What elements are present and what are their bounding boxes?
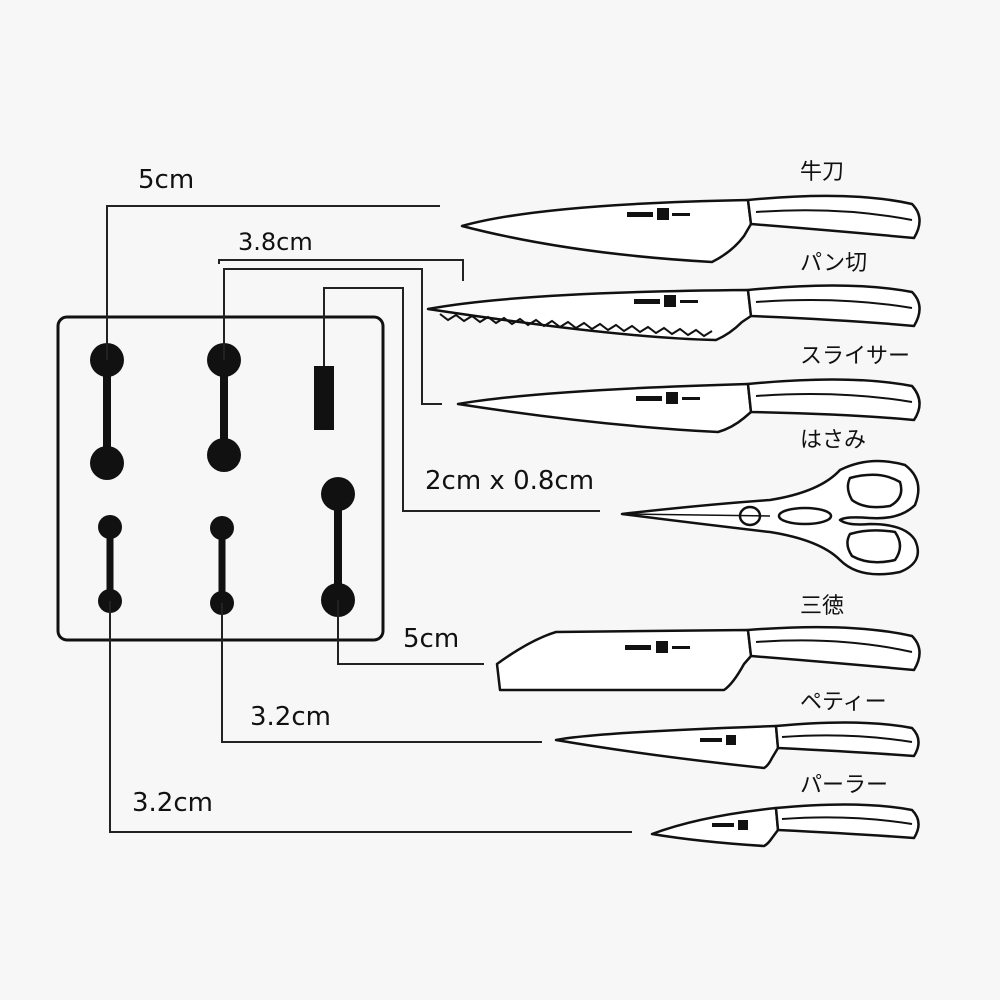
slot-petty (210, 516, 234, 615)
leader-gyuto (106, 205, 440, 360)
slot-bread (207, 343, 241, 472)
leader-petty (221, 603, 542, 743)
leader-scissors (323, 287, 600, 512)
tool-name-santoku: 三徳 (800, 594, 845, 619)
tool-name-scissors: はさみ (800, 428, 867, 453)
dimension-label-bread: 3.8cm (238, 228, 313, 256)
leader-slicer (223, 268, 442, 405)
petty-knife-drawing (554, 721, 920, 770)
slot-scissors (314, 366, 334, 430)
santoku-knife-drawing (495, 625, 921, 692)
dimension-label-santoku: 5cm (403, 624, 460, 654)
bread-knife-drawing (426, 284, 921, 342)
dimension-label-scissors: 2cm x 0.8cm (425, 466, 595, 496)
dimension-label-petty: 3.2cm (250, 702, 331, 732)
knife-block-outline (56, 315, 385, 642)
slot-santoku (321, 477, 355, 617)
leader-santoku (337, 600, 484, 665)
tool-name-gyuto: 牛刀 (800, 160, 845, 185)
paring-knife-drawing (650, 803, 920, 848)
leader-paring (109, 601, 632, 833)
tool-name-slicer: スライサー (800, 344, 911, 369)
slot-gyuto (90, 343, 124, 480)
slot-paring (98, 515, 122, 613)
dimension-label-paring: 3.2cm (132, 788, 213, 818)
leader-bread (218, 259, 464, 281)
scissors-drawing (620, 459, 920, 576)
tool-name-petty: ペティー (800, 690, 887, 715)
tool-name-paring: パーラー (800, 773, 889, 798)
gyuto-knife-drawing (460, 194, 921, 264)
tool-name-bread: パン切 (800, 251, 868, 276)
slicer-knife-drawing (456, 378, 921, 434)
dimension-label-gyuto: 5cm (138, 165, 195, 195)
